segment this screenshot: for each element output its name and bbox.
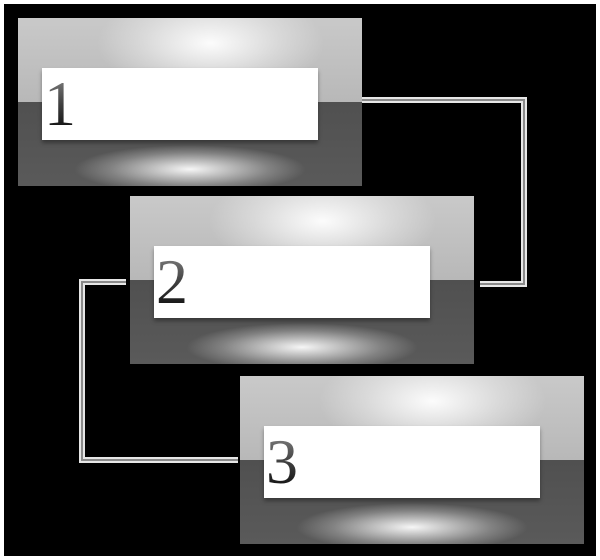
diagram-canvas: 1 2 3 xyxy=(4,4,596,556)
step-3-number: 3 xyxy=(266,426,298,497)
step-3-label-box: 3 xyxy=(264,426,540,498)
step-2: 2 xyxy=(130,196,474,364)
step-1: 1 xyxy=(18,18,362,186)
step-2-number: 2 xyxy=(156,246,188,317)
step-1-label-box: 1 xyxy=(42,68,318,140)
step-3: 3 xyxy=(240,376,584,544)
step-2-label-box: 2 xyxy=(154,246,430,318)
step-1-number: 1 xyxy=(44,68,76,139)
